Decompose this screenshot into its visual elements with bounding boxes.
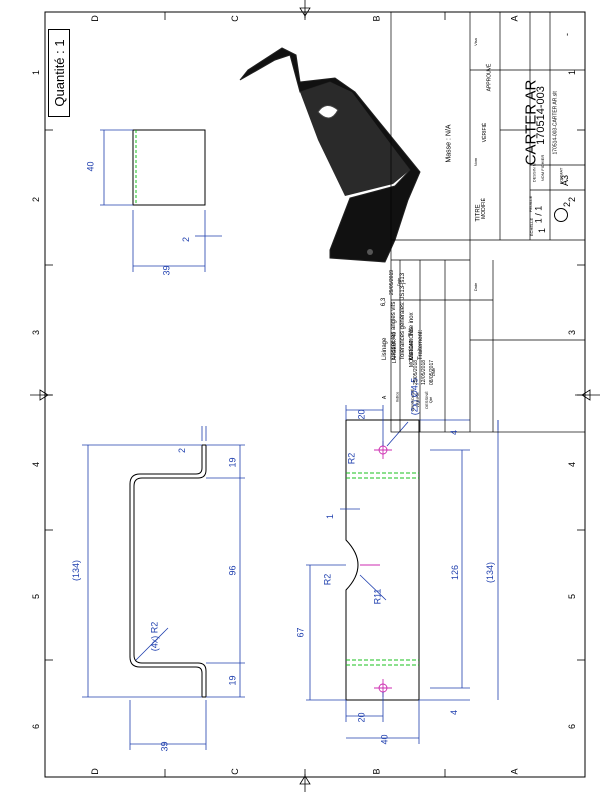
tb-drawing-no: 170514-003 xyxy=(534,86,547,145)
row-c-top: C xyxy=(229,15,240,22)
tb-rev-mod-1: LARGEUR 40 xyxy=(392,331,399,364)
dim-front-depth: 39 xyxy=(159,741,170,752)
col-5-left: 5 xyxy=(31,593,42,600)
col-6-right: 6 xyxy=(567,723,578,730)
row-a-bottom: A xyxy=(509,768,520,775)
dim-flat-edge-bottom: 4 xyxy=(449,709,460,716)
tb-scale-label: ÉCHELLE xyxy=(529,217,535,237)
flat-holes xyxy=(360,441,392,697)
tb-rev-date-2: Date xyxy=(396,277,402,287)
row-d-bottom: D xyxy=(89,768,100,775)
col-2-left: 2 xyxy=(31,196,42,203)
tb-person-role-2: VÉRIFIÉ xyxy=(414,392,420,408)
tb-dessin-label: DESSIN N° xyxy=(531,161,537,183)
tb-person-date-4: Date xyxy=(431,367,437,377)
dim-side-height: 40 xyxy=(85,161,96,172)
note-line-5: Traitement: xyxy=(417,329,424,360)
front-dims xyxy=(82,426,245,750)
row-d-top: D xyxy=(89,15,100,22)
row-a-top: A xyxy=(509,15,520,22)
side-view xyxy=(132,129,206,206)
row-c-bottom: C xyxy=(229,768,240,775)
col-3-right: 3 xyxy=(567,329,578,336)
col-6-left: 6 xyxy=(31,723,42,730)
dim-front-left-flange: 19 xyxy=(227,457,238,468)
dim-front-overall: (134) xyxy=(71,559,82,582)
tb-rev-ind-1: A xyxy=(382,395,389,400)
dim-flat-radius-corner: R2 xyxy=(346,452,357,465)
side-dims xyxy=(100,129,222,272)
tb-scale: 1 xyxy=(537,227,548,234)
dim-flat-top-width: 20 xyxy=(356,409,367,420)
tb-file-name: 170514-003-CARTER AR.slt xyxy=(552,91,559,155)
tb-projection-icon xyxy=(554,208,568,222)
quantity-label: Quantité : 1 xyxy=(51,39,67,107)
dim-flat-arc-radius: R11 xyxy=(372,588,383,605)
dim-flat-gap: 1 xyxy=(325,513,336,520)
tb-verifie: VÉRIFIÉ xyxy=(482,122,489,143)
dim-flat-overall: (134) xyxy=(485,561,496,584)
col-4-left: 4 xyxy=(31,461,42,468)
tb-person-date-1: 25/05/2018 xyxy=(413,359,420,386)
tb-format: A3 xyxy=(560,174,571,187)
tb-rev-date-1: 29/05/2019 xyxy=(389,269,396,296)
center-marks xyxy=(30,0,600,792)
flat-bends xyxy=(346,472,419,666)
tb-nom-label: NOM FICHIER xyxy=(540,154,546,182)
dim-side-thickness: 2 xyxy=(181,236,192,243)
front-view xyxy=(129,444,207,698)
flat-dims xyxy=(306,405,499,744)
dim-side-depth: 39 xyxy=(161,265,172,276)
dim-flat-bottom-width: 20 xyxy=(356,712,367,723)
dim-front-bend-radius: (4x) R2 xyxy=(149,621,160,652)
dim-flat-radius-corner2: R2 xyxy=(322,573,333,586)
row-b-top: B xyxy=(371,15,382,22)
dim-flat-width: 40 xyxy=(379,734,390,745)
tb-dash: - xyxy=(562,33,572,36)
note-mass: Masse : N/A xyxy=(445,124,453,163)
col-4-right: 4 xyxy=(567,461,578,468)
dim-front-right-flange: 19 xyxy=(227,675,238,686)
col-3-left: 3 xyxy=(31,329,42,336)
tb-person-date-2: 12/05/2018 xyxy=(421,359,428,386)
tb-date-h: Date xyxy=(473,282,479,292)
notes-block: Lisinage Casser les angles vifs Toléranc… xyxy=(358,210,448,360)
tb-sheet-number: 2 xyxy=(562,201,573,208)
col-5-right: 5 xyxy=(567,593,578,600)
flat-view xyxy=(345,419,420,701)
col-1-left: 1 xyxy=(31,69,42,76)
tb-visa-h: Visa xyxy=(472,38,478,46)
dim-front-thickness: 2 xyxy=(177,447,188,454)
tb-person-role-4: Qté xyxy=(428,396,434,404)
quantity-box: Quantité : 1 xyxy=(48,29,70,117)
tb-sheet: 1 / 1 xyxy=(533,205,544,224)
dim-flat-edge-top: 4 xyxy=(449,429,460,436)
tb-modifie: MODIFIÉ xyxy=(480,198,487,219)
col-1-right: 1 xyxy=(567,69,578,76)
row-b-bottom: B xyxy=(371,768,382,775)
dim-flat-offset: 67 xyxy=(295,627,306,638)
iso-view xyxy=(239,47,421,263)
tb-rev-ind-2: Indice xyxy=(394,391,400,403)
tb-approuve: APPROUVÉ xyxy=(486,63,493,92)
dim-flat-hole-span: 126 xyxy=(450,564,461,581)
tb-nom-h: Nom xyxy=(473,157,479,167)
dim-front-mid: 96 xyxy=(227,565,238,576)
title-block xyxy=(390,11,586,433)
